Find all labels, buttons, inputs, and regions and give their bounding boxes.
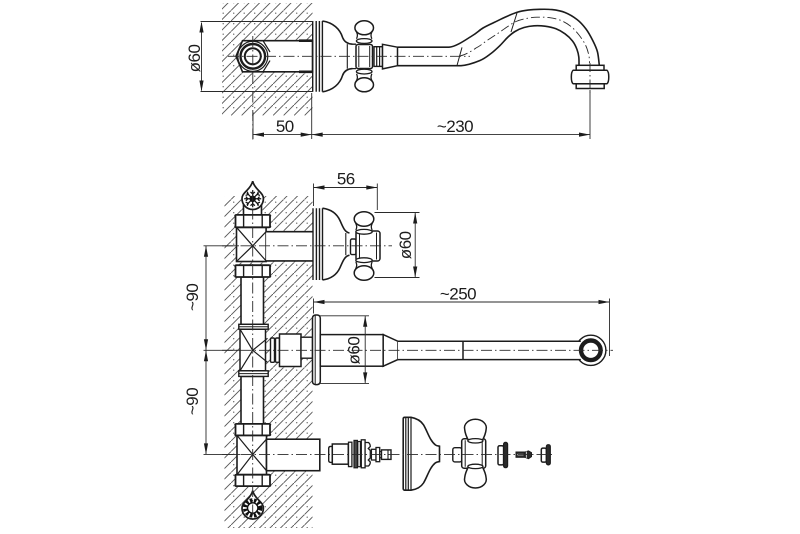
svg-text:ø60: ø60 [345, 337, 364, 365]
svg-text:50: 50 [276, 117, 294, 136]
svg-text:~230: ~230 [437, 117, 473, 136]
svg-text:ø60: ø60 [396, 231, 415, 259]
svg-text:~90: ~90 [183, 388, 202, 415]
svg-text:~90: ~90 [183, 284, 202, 311]
svg-text:56: 56 [337, 169, 355, 188]
svg-text:~250: ~250 [440, 285, 476, 304]
svg-text:ø60: ø60 [185, 45, 204, 73]
